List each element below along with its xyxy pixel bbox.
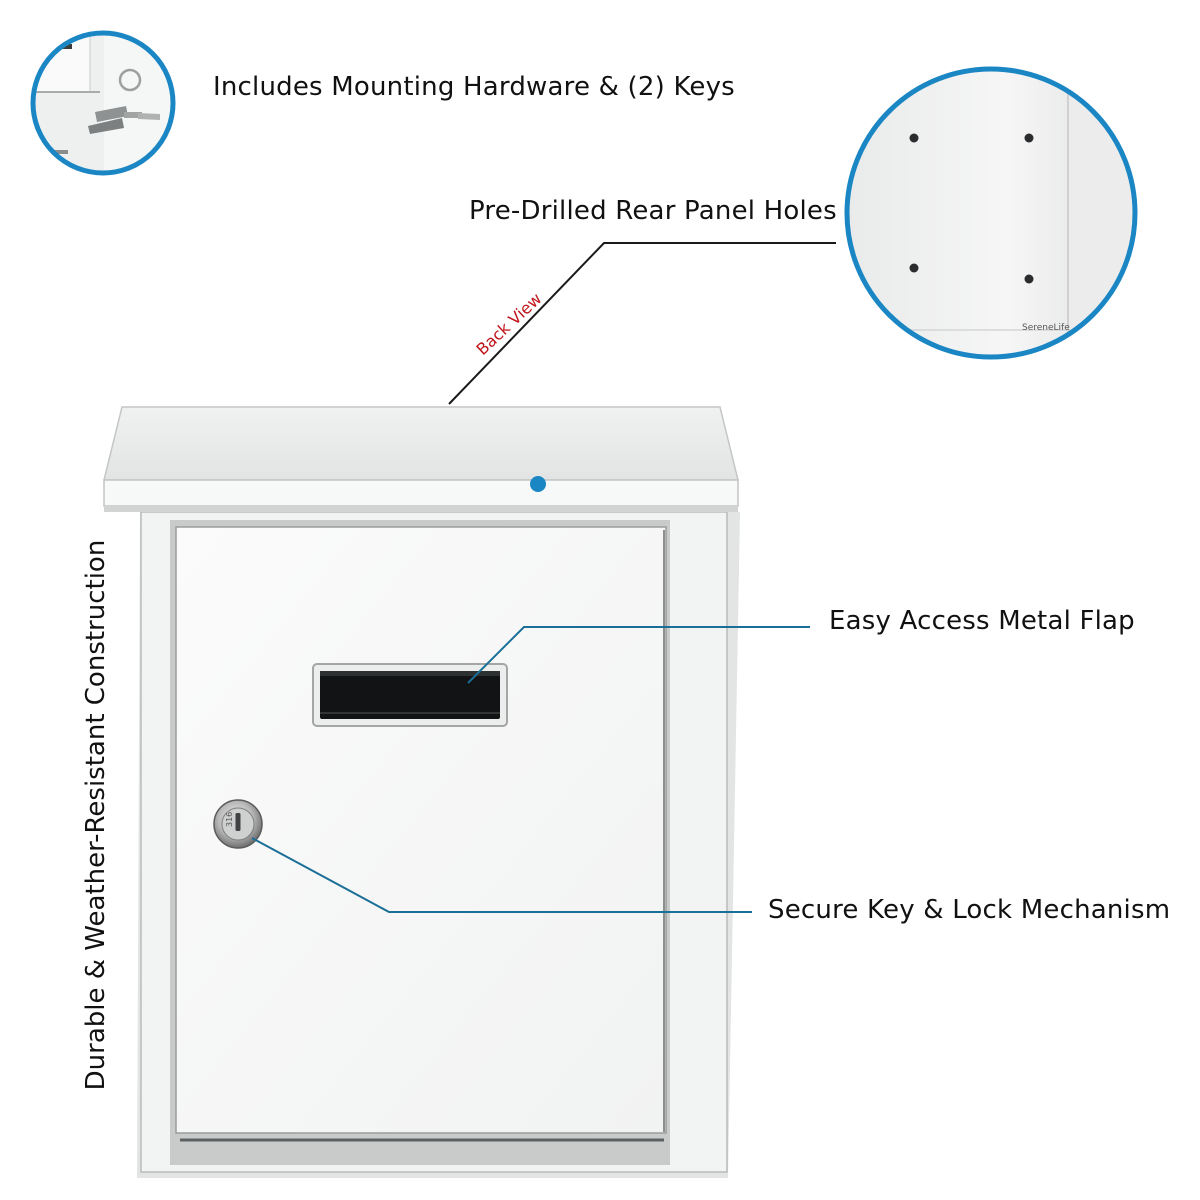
brand-mark: SereneLife [1022,323,1070,333]
mounting-hole [1024,133,1034,143]
mailbox: 316 [103,406,740,1178]
back-view-leader [448,242,836,405]
callout-metal-flap: Easy Access Metal Flap [829,606,1135,636]
lock-leader [251,837,752,913]
indicator-dot [530,476,546,492]
mounting-hole [909,263,919,273]
keys-icon [88,68,160,134]
keys-inset [30,30,176,176]
mail-slot[interactable] [312,663,508,727]
roof-edge-shadow [104,506,738,512]
callout-rear-panel-holes: Pre-Drilled Rear Panel Holes [469,196,837,226]
rear-panel-inset: SereneLife [844,66,1138,360]
leader-lines [251,242,836,913]
mailbox-roof-front [103,479,739,507]
flap-leader [467,626,810,684]
svg-text:316: 316 [225,812,234,827]
callout-mounting-hardware: Includes Mounting Hardware & (2) Keys [213,72,735,102]
mailbox-roof-top [103,406,739,481]
mounting-hole [909,133,919,143]
key-lock[interactable]: 316 [213,799,263,849]
callout-construction: Durable & Weather-Resistant Construction [81,539,111,1091]
mounting-hole [1024,274,1034,284]
callout-key-lock: Secure Key & Lock Mechanism [768,895,1171,925]
